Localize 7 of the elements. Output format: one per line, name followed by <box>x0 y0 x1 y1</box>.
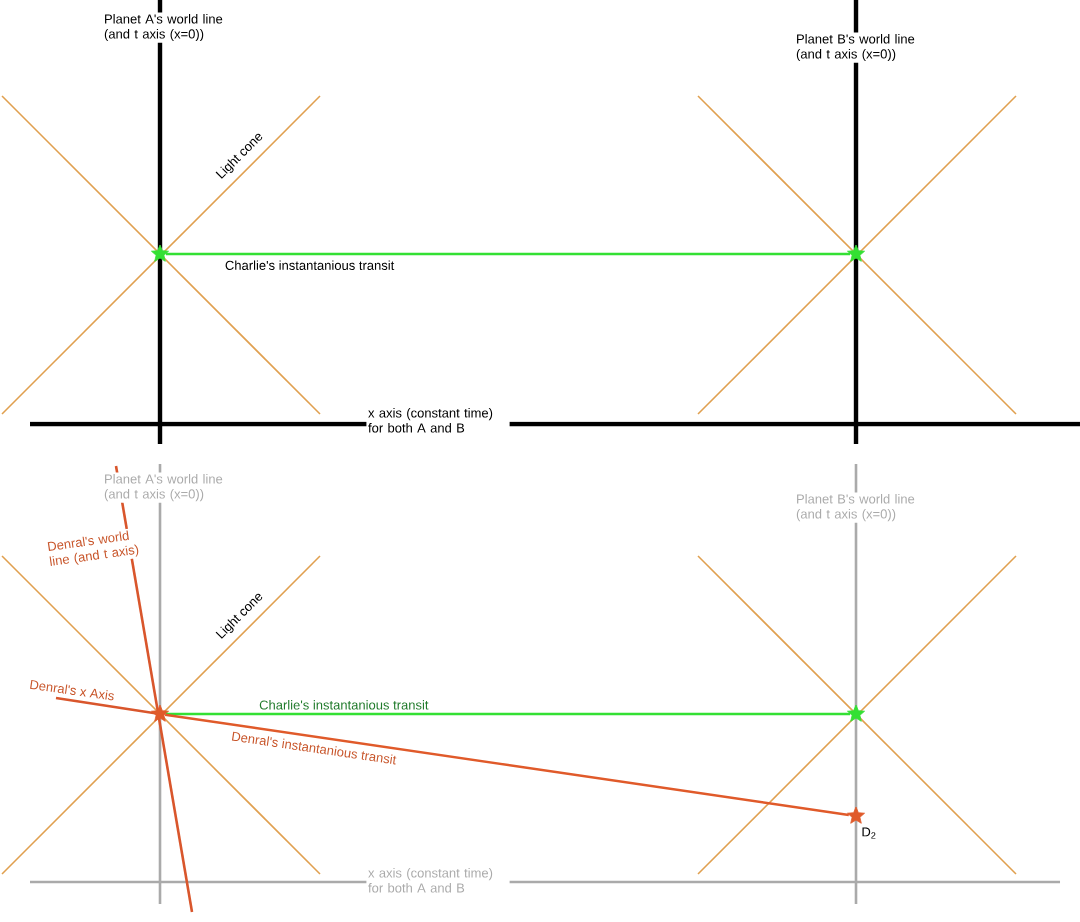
transit-line <box>165 712 851 716</box>
star-marker <box>151 704 169 722</box>
star-marker <box>847 704 865 722</box>
star-marker <box>847 244 865 262</box>
transit-line <box>164 713 849 817</box>
transit-line <box>165 252 851 256</box>
star-marker <box>151 244 169 262</box>
